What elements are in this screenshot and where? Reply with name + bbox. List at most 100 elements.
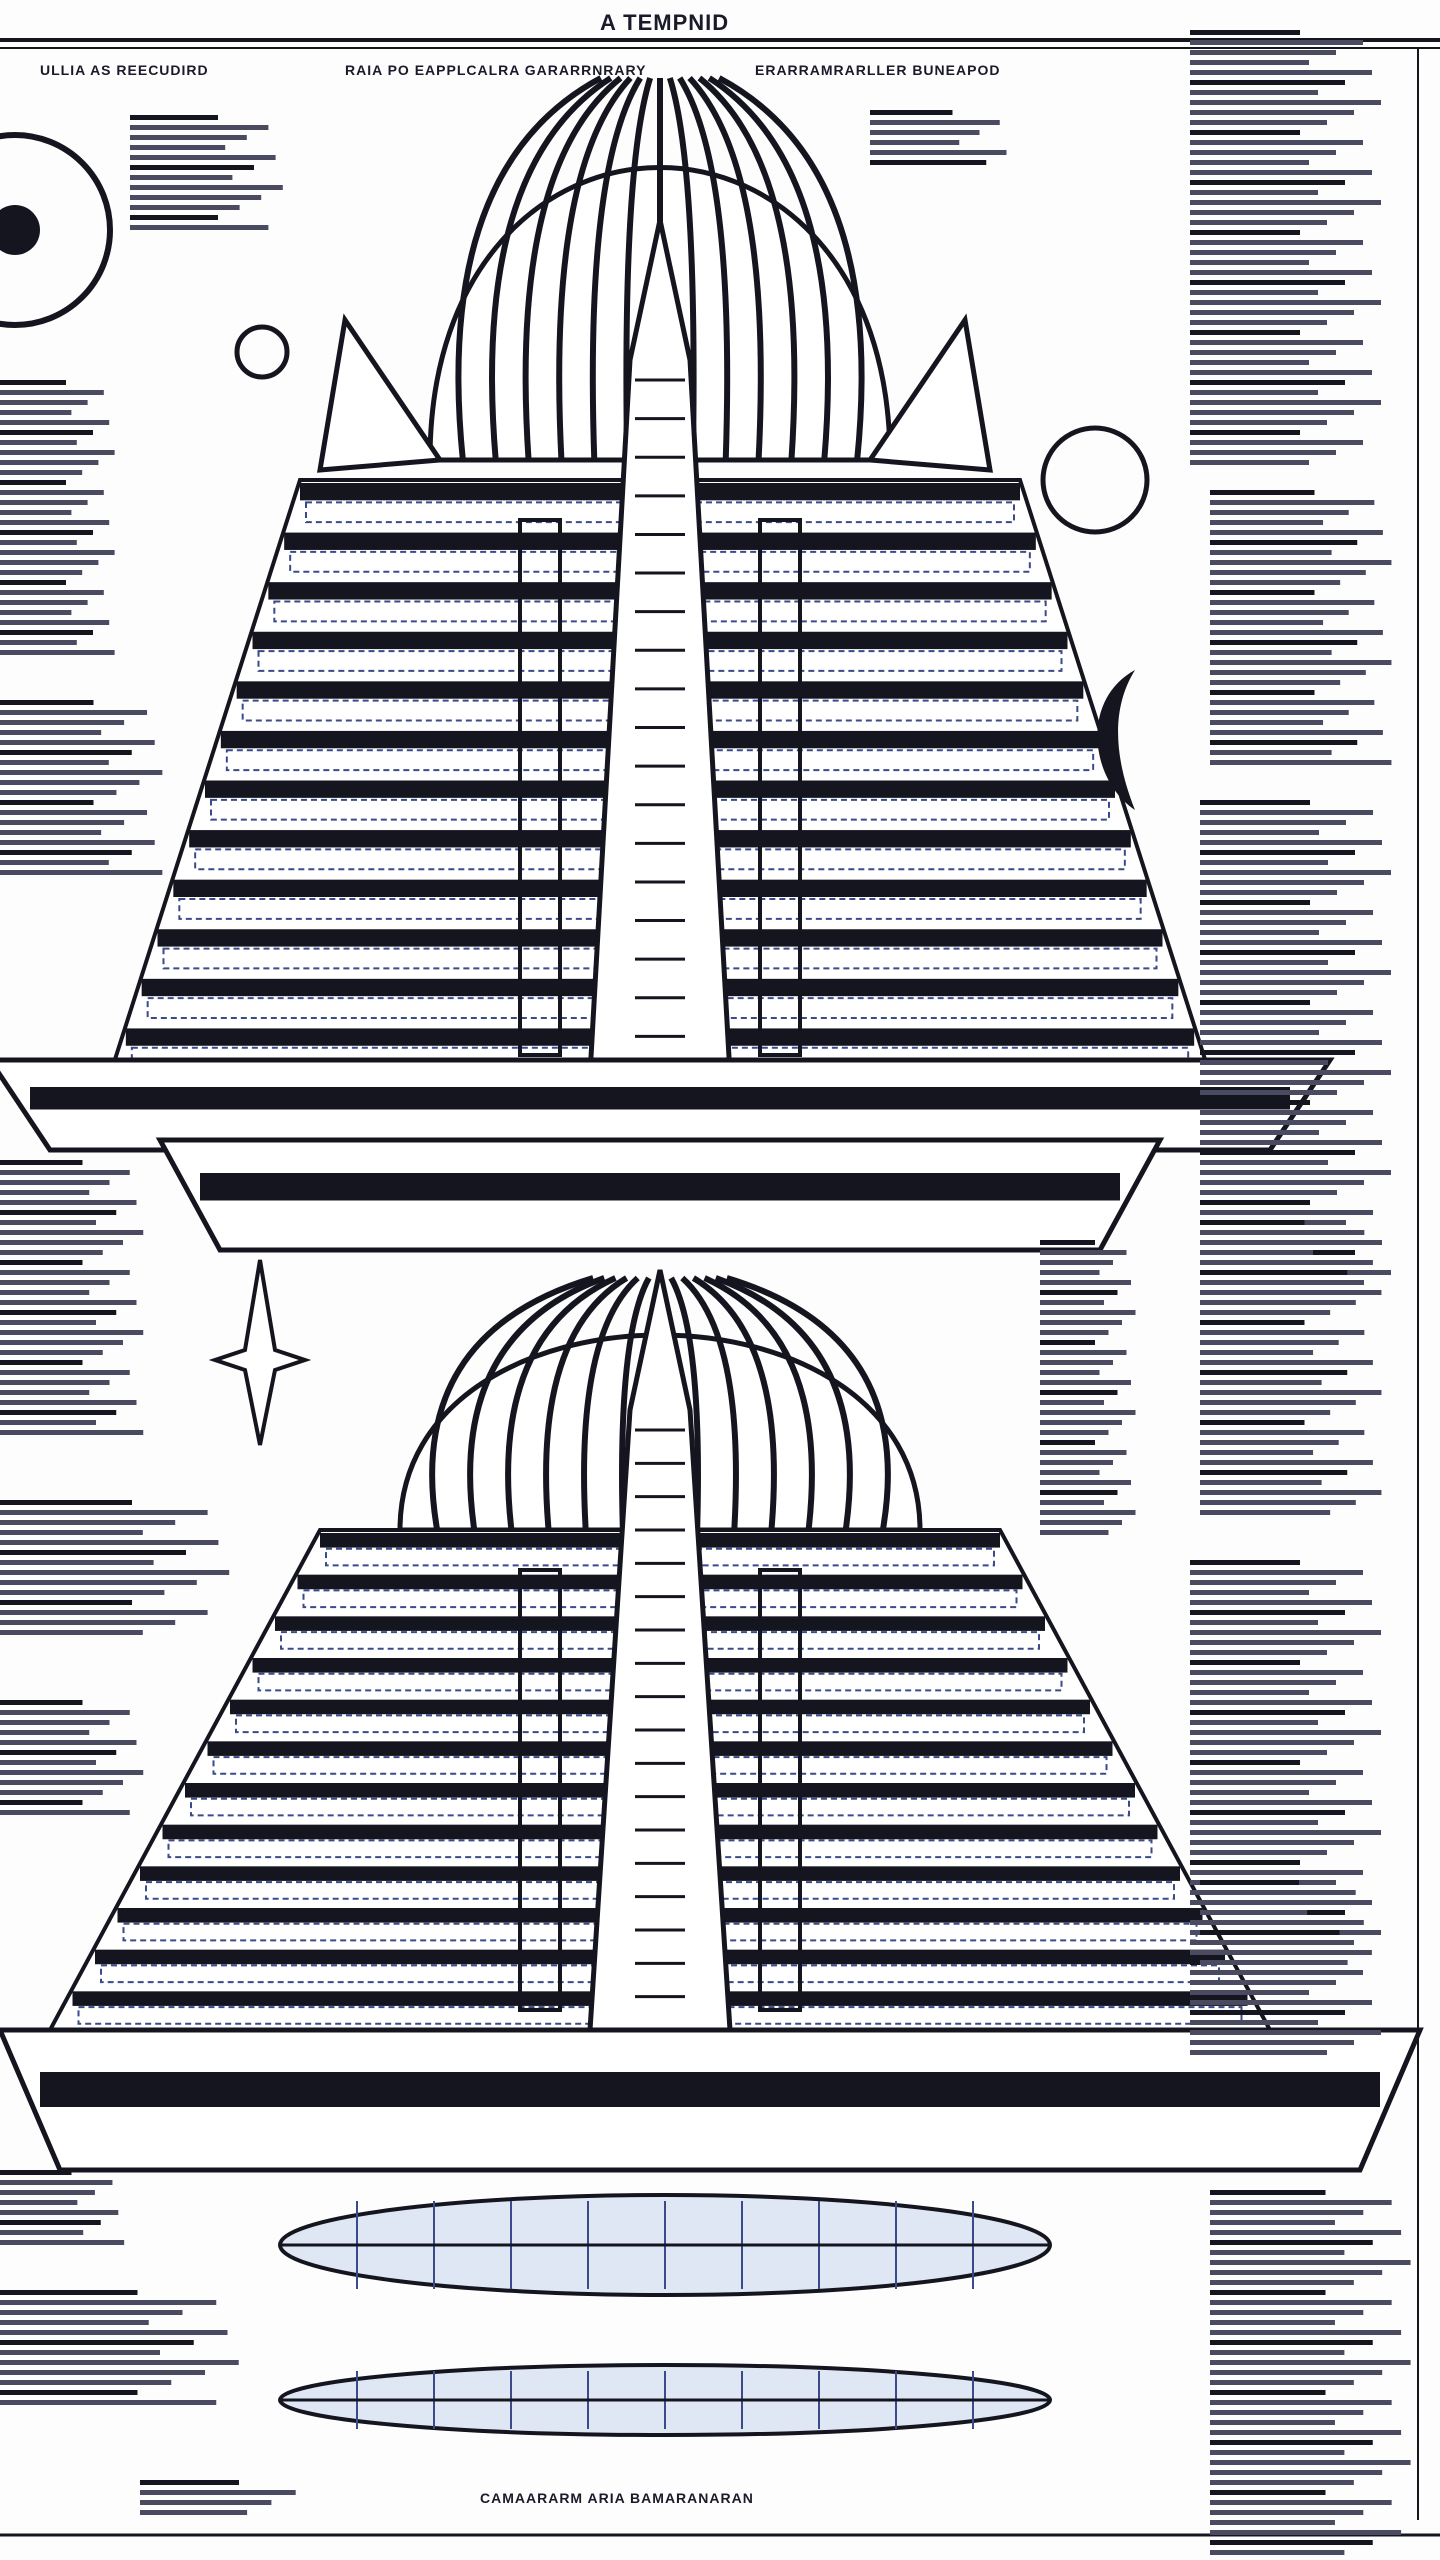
annotation-line [1200,1200,1310,1205]
annotation-line [1190,1780,1336,1785]
annotation-line [1190,1660,1300,1665]
annotation-line [1200,890,1337,895]
annotation-line [0,2350,160,2355]
annotation-line [1210,750,1332,755]
hull-band [30,1087,1290,1110]
annotation-line [0,1570,230,1575]
annotation-line [1190,2030,1381,2035]
annotation-line [130,215,218,220]
annotation-text-block [1190,1560,1381,2055]
annotation-line [1040,1390,1118,1395]
heading-bottom-center: CAMAARARM ARIA BAMARANARAN [480,2490,754,2506]
annotation-line [1190,280,1345,285]
annotation-line [0,2170,72,2175]
annotation-line [0,830,102,835]
annotation-line [0,840,155,845]
annotation-line [1190,450,1336,455]
annotation-line [1190,1990,1309,1995]
lower-base-hull [0,2027,1424,2173]
annotation-line [0,770,163,775]
annotation-line [1190,1680,1336,1685]
upper-saucer [278,2193,1052,2297]
annotation-line [1210,2460,1411,2465]
upper-lower-hull [155,1137,1165,1253]
annotation-line [1190,360,1309,365]
annotation-line [0,2210,119,2215]
annotation-line [1200,920,1346,925]
annotation-line [1190,220,1327,225]
annotation-line [0,1550,186,1555]
annotation-line [0,420,110,425]
annotation-line [1040,1460,1113,1465]
annotation-line [1200,1410,1331,1415]
annotation-line [1210,580,1341,585]
annotation-line [1210,2190,1326,2195]
heading-top-left: ULLIA AS REECUDIRD [40,62,209,78]
annotation-line [0,510,72,515]
annotation-line [1200,1070,1391,1075]
annotation-text-block [0,2290,239,2405]
annotation-line [1200,1060,1328,1065]
annotation-line [1210,690,1315,695]
annotation-line [1200,1000,1310,1005]
annotation-text-block [0,700,163,875]
annotation-line [0,630,93,635]
annotation-line [1190,310,1354,315]
annotation-line [1190,1690,1309,1695]
annotation-line [1190,1740,1354,1745]
annotation-line [0,1370,130,1375]
annotation-line [0,380,66,385]
annotation-line [1210,550,1332,555]
annotation-line [1200,1270,1348,1275]
annotation-line [1210,2450,1345,2455]
annotation-line [0,2320,149,2325]
annotation-line [1200,1400,1356,1405]
annotation-text-block [0,380,115,655]
annotation-line [1040,1240,1095,1245]
annotation-text-block [0,1160,144,1435]
annotation-line [0,780,140,785]
annotation-line [0,1760,96,1765]
annotation-line [1200,820,1346,825]
annotation-line [1210,530,1383,535]
annotation-line [1200,1480,1322,1485]
annotation-line [1040,1510,1136,1515]
annotation-line [0,1730,90,1735]
annotation-line [1200,1440,1339,1445]
annotation-line [1200,1150,1355,1155]
annotation-line [1190,420,1327,425]
annotation-line [1210,2530,1402,2535]
emblem-orb [1040,425,1150,535]
annotation-line [1210,700,1375,705]
annotation-line [0,540,77,545]
annotation-line [1190,1700,1372,1705]
annotation-line [1200,970,1391,975]
annotation-text-block [1200,1880,1372,1975]
annotation-line [1040,1490,1118,1495]
annotation-line [1200,1300,1356,1305]
tier-glyphs [302,1589,1018,1609]
annotation-line [1200,1210,1373,1215]
annotation-line [1210,2410,1364,2415]
annotation-line [130,115,218,120]
annotation-line [130,185,283,190]
tier-glyphs [162,947,1158,970]
annotation-line [0,620,110,625]
annotation-line [140,2480,239,2485]
annotation-line [1200,1170,1391,1175]
annotation-line [1190,2040,1354,2045]
dome-rib [556,75,633,461]
upper-left-horn [317,313,445,473]
annotation-line [0,2190,95,2195]
annotation-line [1190,1980,1336,1985]
annotation-line [1210,520,1324,525]
annotation-line [1190,1770,1363,1775]
annotation-line [1200,950,1355,955]
annotation-line [0,1610,208,1615]
hull-band [200,1173,1120,1201]
dome-rib [589,76,643,461]
annotation-line [1040,1360,1113,1365]
annotation-line [1190,110,1354,115]
annotation-line [1210,2480,1354,2485]
